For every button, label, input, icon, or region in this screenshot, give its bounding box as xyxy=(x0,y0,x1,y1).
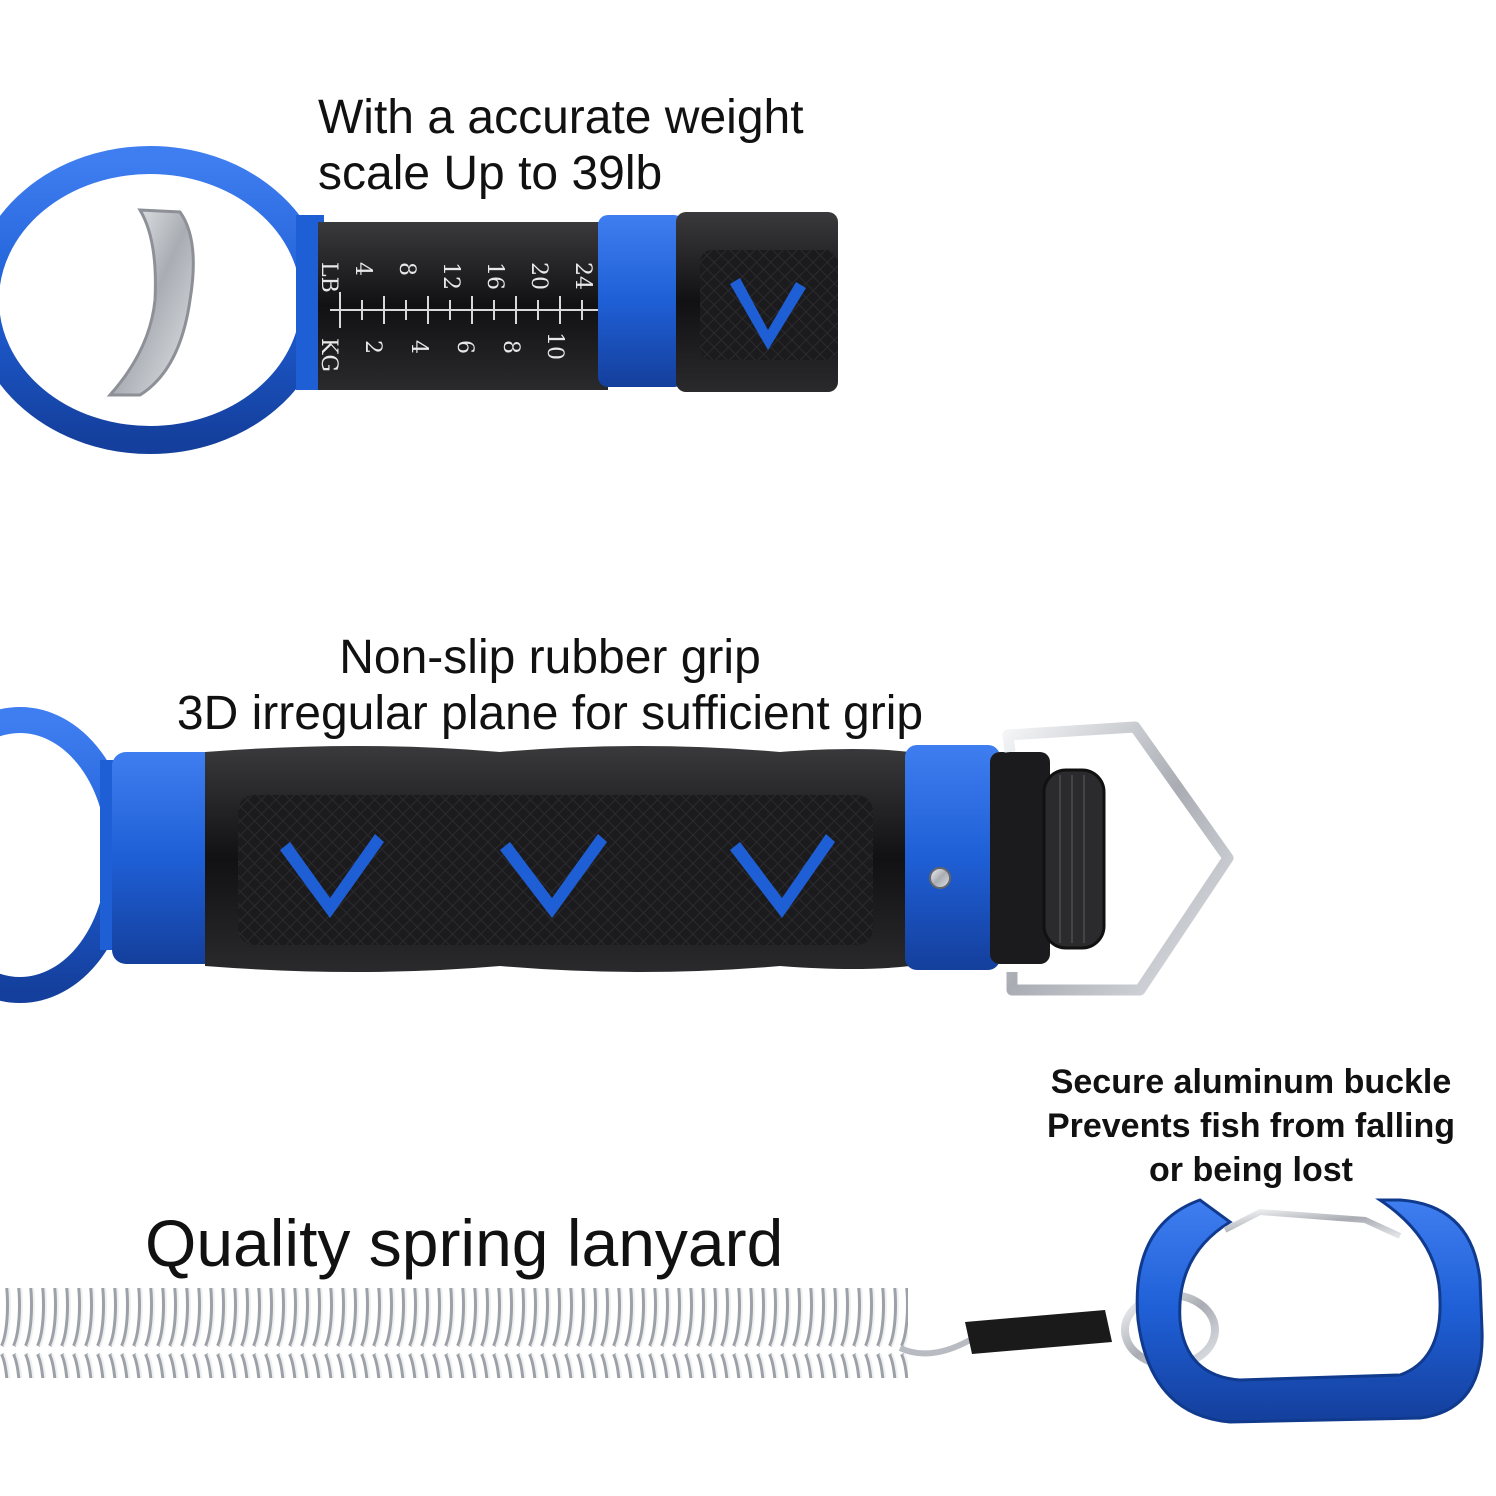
kg-labels: KG 2 4 6 8 10 xyxy=(316,332,567,372)
scale-callout: With a accurate weight scale Up to 39lb xyxy=(318,90,804,202)
grip-callout: Non-slip rubber grip 3D irregular plane … xyxy=(0,630,1100,742)
lb-value: 20 xyxy=(526,262,551,290)
lb-labels: LB 4 8 12 16 20 24 xyxy=(316,262,595,293)
kg-unit: KG xyxy=(316,338,341,372)
chevron-down-icon xyxy=(730,278,806,350)
kg-value: 6 xyxy=(452,340,477,354)
spring-coil xyxy=(0,1288,908,1378)
scale-section: LB 4 8 12 16 20 24 KG 2 4 6 8 10 xyxy=(0,146,838,454)
lanyard-section xyxy=(0,1198,1484,1424)
buckle-callout: Secure aluminum buckle Prevents fish fro… xyxy=(1006,1060,1496,1192)
lb-unit: LB xyxy=(316,262,341,293)
carabiner-gate xyxy=(1223,1208,1402,1239)
scale-callout-line: With a accurate weight xyxy=(318,91,804,144)
hanging-loop xyxy=(1002,721,1234,996)
grip-callout-line: Non-slip rubber grip xyxy=(339,631,761,684)
buckle-callout-line: Prevents fish from falling xyxy=(1046,1107,1456,1145)
chevron-down-icon xyxy=(730,834,835,918)
buckle-callout-line: or being lost xyxy=(1149,1151,1353,1189)
trigger-loop-top xyxy=(106,208,195,397)
rivet xyxy=(929,867,951,889)
scale-callout-line: scale Up to 39lb xyxy=(318,147,663,200)
kg-value: 10 xyxy=(542,332,567,360)
kg-value: 8 xyxy=(498,340,523,354)
scale-ticks xyxy=(330,292,600,328)
lb-value: 4 xyxy=(350,262,375,276)
lb-value: 24 xyxy=(570,262,595,290)
kg-value: 2 xyxy=(360,340,385,354)
grip-section xyxy=(0,707,1234,1003)
lb-value: 12 xyxy=(438,262,463,290)
grip-collar-top xyxy=(598,215,684,387)
kg-value: 4 xyxy=(406,340,431,354)
grip-callout-line: 3D irregular plane for sufficient grip xyxy=(176,687,924,740)
lanyard-callout: Quality spring lanyard xyxy=(145,1206,784,1280)
lb-value: 8 xyxy=(394,262,419,276)
end-cap xyxy=(990,752,1050,964)
chevron-down-icon xyxy=(280,834,384,918)
buckle-callout-line: Secure aluminum buckle xyxy=(1050,1063,1452,1101)
lb-value: 16 xyxy=(482,262,507,290)
carabiner-clip xyxy=(1135,1198,1484,1424)
grip-collar-right xyxy=(905,745,1000,970)
chevron-down-icon xyxy=(500,834,607,918)
shrink-sleeve xyxy=(965,1310,1112,1354)
